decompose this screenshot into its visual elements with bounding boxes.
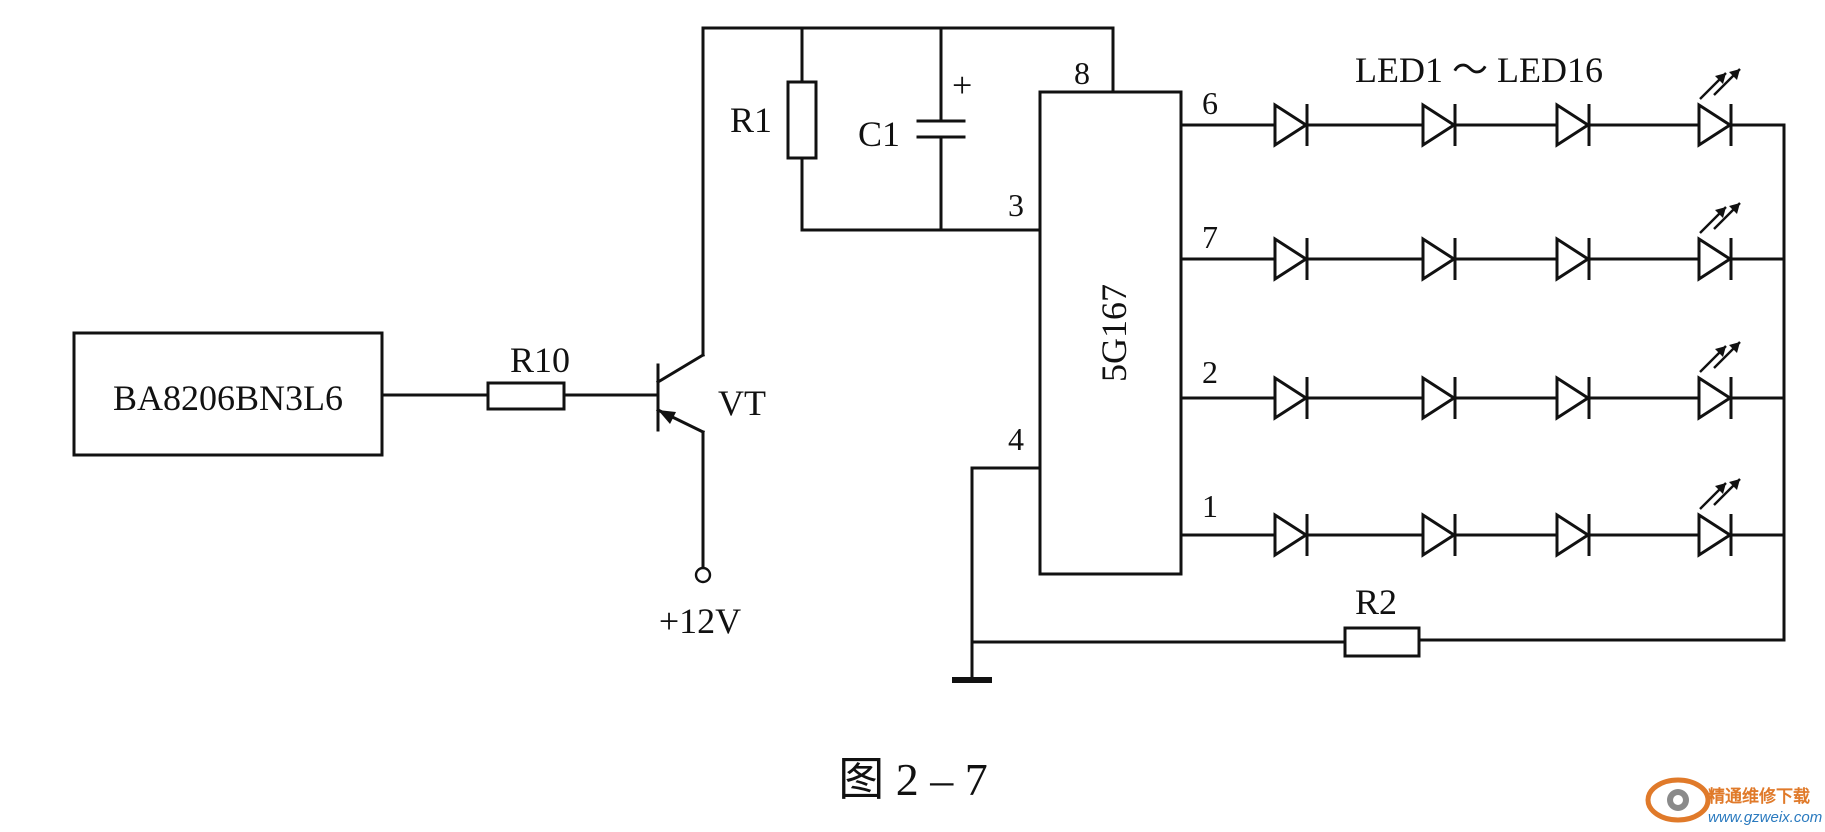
- pin-7-label: 7: [1202, 219, 1218, 255]
- led-diode-r4-c1: [1262, 512, 1322, 558]
- supply-label: +12V: [659, 601, 741, 641]
- pin-2-label: 2: [1202, 354, 1218, 390]
- watermark-url: www.gzweix.com: [1708, 809, 1822, 826]
- led-diode-r2-c4: [1686, 236, 1746, 282]
- led-diode-r3-c1: [1262, 375, 1322, 421]
- led-emission-arrows-row4: [1699, 478, 1741, 510]
- resistor-r10: [486, 381, 566, 411]
- pin-1-label: 1: [1202, 488, 1218, 524]
- pin-4-label: 4: [1008, 421, 1024, 457]
- led-diode-r3-c2: [1410, 375, 1470, 421]
- pin-3-label: 3: [1008, 187, 1024, 223]
- transistor-vt-collector: [655, 352, 706, 385]
- supply-terminal: [694, 566, 712, 584]
- led-diode-r1-c3: [1544, 102, 1604, 148]
- led-diode-r4-c2: [1410, 512, 1470, 558]
- led-diode-r1-c2: [1410, 102, 1470, 148]
- resistor-r2: [1343, 626, 1421, 658]
- led-diode-r4-c3: [1544, 512, 1604, 558]
- ic-5g167-label: 5G167: [1094, 284, 1134, 382]
- c1-plus-label: +: [952, 65, 972, 105]
- led-diode-r2-c1: [1262, 236, 1322, 282]
- resistor-r1: [786, 80, 818, 160]
- led-diode-r3-c4: [1686, 375, 1746, 421]
- led-diode-r4-c4: [1686, 512, 1746, 558]
- pin-6-label: 6: [1202, 85, 1218, 121]
- figure-caption: 图 2 – 7: [838, 754, 988, 805]
- r1-label: R1: [730, 100, 772, 140]
- led-range-label: LED1 ～ LED16: [1355, 50, 1603, 90]
- ic-5g167-box: [1038, 90, 1183, 576]
- ic-ba8206-box: [72, 331, 384, 457]
- led-diode-r1-c4: [1686, 102, 1746, 148]
- led-emission-arrows-row1: [1699, 68, 1741, 100]
- led-diode-r2-c3: [1544, 236, 1604, 282]
- led-diode-r1-c1: [1262, 102, 1322, 148]
- r10-label: R10: [510, 340, 570, 380]
- led-diode-r3-c3: [1544, 375, 1604, 421]
- led-diode-r2-c2: [1410, 236, 1470, 282]
- transistor-vt-emitter-arrow: [658, 410, 676, 424]
- ic-ba8206-label: BA8206BN3L6: [113, 378, 343, 418]
- c1-label: C1: [858, 114, 900, 154]
- led-emission-arrows-row2: [1699, 202, 1741, 234]
- r2-label: R2: [1355, 582, 1397, 622]
- vt-label: VT: [718, 383, 766, 423]
- pin-8-label: 8: [1074, 55, 1090, 91]
- led-emission-arrows-row3: [1699, 341, 1741, 373]
- watermark-site-name: 精通维修下载: [1708, 786, 1810, 806]
- watermark-logo: [1645, 777, 1711, 823]
